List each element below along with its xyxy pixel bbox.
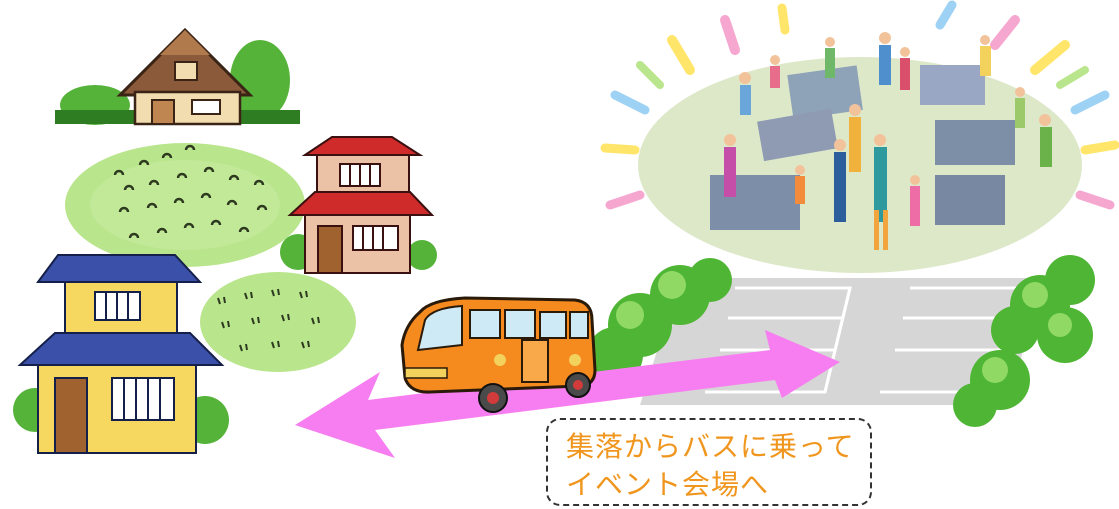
- fields: [65, 143, 356, 372]
- sparkle-rays: [600, 0, 1119, 210]
- thatched-house-icon: [55, 27, 300, 126]
- caption-line-1: 集落からバスに乗って: [566, 430, 855, 463]
- bus-icon: [400, 296, 597, 413]
- route-arrow: [295, 330, 840, 458]
- market-mats: [710, 65, 1015, 230]
- red-house-icon: [280, 136, 437, 274]
- crowd-icon: [724, 32, 1052, 250]
- event-venue: [600, 0, 1119, 273]
- parking-shrubs: [587, 255, 1095, 427]
- blue-house-icon: [13, 254, 229, 454]
- caption-line-2: イベント会場へ: [566, 468, 770, 501]
- caption-box: 集落からバスに乗って イベント会場へ: [546, 418, 872, 506]
- parking-lot-icon: [587, 255, 1095, 427]
- field-lower: [200, 272, 356, 372]
